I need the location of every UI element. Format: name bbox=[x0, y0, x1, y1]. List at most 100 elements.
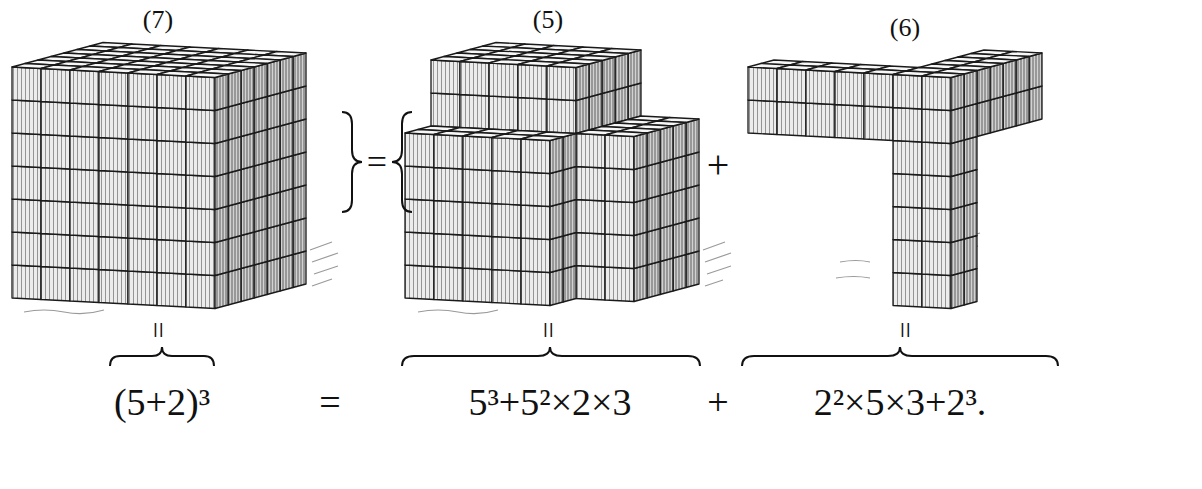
cube-front-face bbox=[128, 238, 157, 273]
cube-front-face bbox=[99, 237, 128, 272]
cube-front-face bbox=[70, 235, 99, 270]
cube-side-face bbox=[673, 255, 686, 292]
cube-front-face bbox=[576, 167, 605, 202]
cube-side-face bbox=[647, 196, 660, 233]
cube-side-face bbox=[660, 225, 673, 262]
cube-side-face bbox=[589, 94, 602, 131]
figure-number: (7) bbox=[143, 7, 173, 33]
cube-side-face bbox=[241, 67, 254, 104]
cube-side-face bbox=[673, 189, 686, 226]
cube-side-face bbox=[615, 87, 628, 124]
cube-side-face bbox=[280, 123, 293, 160]
cube-side-face bbox=[293, 152, 306, 189]
cube-side-face bbox=[254, 130, 267, 167]
cube-side-face bbox=[964, 170, 977, 207]
cube-side-face bbox=[228, 71, 241, 108]
cube-side-face bbox=[215, 239, 228, 276]
cube-front-face bbox=[128, 106, 157, 141]
cube-front-face bbox=[489, 96, 518, 131]
cube-front-face bbox=[70, 103, 99, 138]
cube-front-face bbox=[41, 135, 70, 170]
cube-front-face bbox=[489, 63, 518, 98]
cube-front-face bbox=[186, 208, 215, 243]
cube-front-face bbox=[186, 241, 215, 276]
cube-side-face bbox=[267, 126, 280, 163]
formula: (5+2)³ bbox=[114, 383, 210, 421]
cube-side-face bbox=[293, 119, 306, 156]
cube-side-face bbox=[951, 239, 964, 276]
cube-side-face bbox=[576, 97, 589, 134]
cube-front-face bbox=[434, 201, 463, 236]
cube-side-face bbox=[280, 156, 293, 193]
formula: 2²×5×3+2³. bbox=[814, 383, 987, 421]
cube-front-face bbox=[99, 171, 128, 206]
cube-front-face bbox=[128, 172, 157, 207]
cube-side-face bbox=[254, 163, 267, 200]
cube-front-face bbox=[405, 133, 434, 168]
cube-front-face bbox=[12, 166, 41, 201]
cube-side-face bbox=[550, 236, 563, 273]
cube-front-face bbox=[12, 265, 41, 300]
cube-side-face bbox=[228, 170, 241, 207]
cube-front-face bbox=[157, 207, 186, 242]
cube-side-face bbox=[647, 163, 660, 200]
cube-side-face bbox=[964, 203, 977, 240]
cube-front-face bbox=[99, 105, 128, 140]
cube-side-face bbox=[267, 60, 280, 97]
cube-side-face bbox=[686, 218, 699, 255]
equals-sign: = bbox=[890, 322, 920, 339]
equals-sign: = bbox=[533, 322, 563, 339]
cube-side-face bbox=[660, 126, 673, 163]
operator: = bbox=[319, 383, 340, 421]
cube-front-face bbox=[434, 234, 463, 269]
cube-front-face bbox=[521, 205, 550, 240]
cube-side-face bbox=[628, 50, 641, 87]
cube-front-face bbox=[157, 273, 186, 308]
cube-front-face bbox=[186, 109, 215, 144]
cube-front-face bbox=[576, 233, 605, 268]
cube-side-face bbox=[241, 100, 254, 137]
cube-side-face bbox=[254, 262, 267, 299]
cube-front-face bbox=[128, 205, 157, 240]
operator: = bbox=[367, 144, 387, 180]
cube-front-face bbox=[893, 240, 922, 275]
cube-side-face bbox=[634, 232, 647, 269]
cube-side-face bbox=[215, 107, 228, 144]
cube-side-face bbox=[563, 167, 576, 204]
cube-side-face bbox=[254, 196, 267, 233]
cube-side-face bbox=[1003, 93, 1016, 130]
cube-front-face bbox=[186, 274, 215, 309]
cube-side-face bbox=[990, 97, 1003, 134]
cube-side-face bbox=[615, 54, 628, 91]
cube-front-face bbox=[748, 100, 777, 135]
cube-front-face bbox=[463, 136, 492, 171]
cube-top-face bbox=[605, 132, 647, 137]
cube-side-face bbox=[241, 166, 254, 203]
cube-front-face bbox=[99, 138, 128, 173]
cube-side-face bbox=[241, 199, 254, 236]
cube-side-face bbox=[254, 64, 267, 101]
cube-front-face bbox=[99, 204, 128, 239]
cube-side-face bbox=[293, 218, 306, 255]
cube-front-face bbox=[12, 133, 41, 168]
cube-front-face bbox=[12, 199, 41, 234]
cube-front-face bbox=[41, 69, 70, 104]
cube-front-face bbox=[835, 72, 864, 107]
operator: + bbox=[707, 145, 730, 185]
cube-side-face bbox=[280, 57, 293, 94]
cube-front-face bbox=[463, 202, 492, 237]
cube-front-face bbox=[777, 69, 806, 104]
cube-side-face bbox=[267, 159, 280, 196]
cube-front-face bbox=[463, 268, 492, 303]
cube-top-face bbox=[922, 73, 964, 78]
cube-side-face bbox=[964, 269, 977, 306]
cube-front-face bbox=[806, 70, 835, 105]
cube-front-face bbox=[492, 237, 521, 272]
corner-rods bbox=[748, 50, 1042, 309]
cube-front-face bbox=[893, 141, 922, 176]
cube-front-face bbox=[157, 108, 186, 143]
cube-side-face bbox=[267, 93, 280, 130]
cube-with-slabs bbox=[405, 43, 699, 306]
cube-side-face bbox=[686, 119, 699, 156]
cube-front-face bbox=[547, 66, 576, 101]
